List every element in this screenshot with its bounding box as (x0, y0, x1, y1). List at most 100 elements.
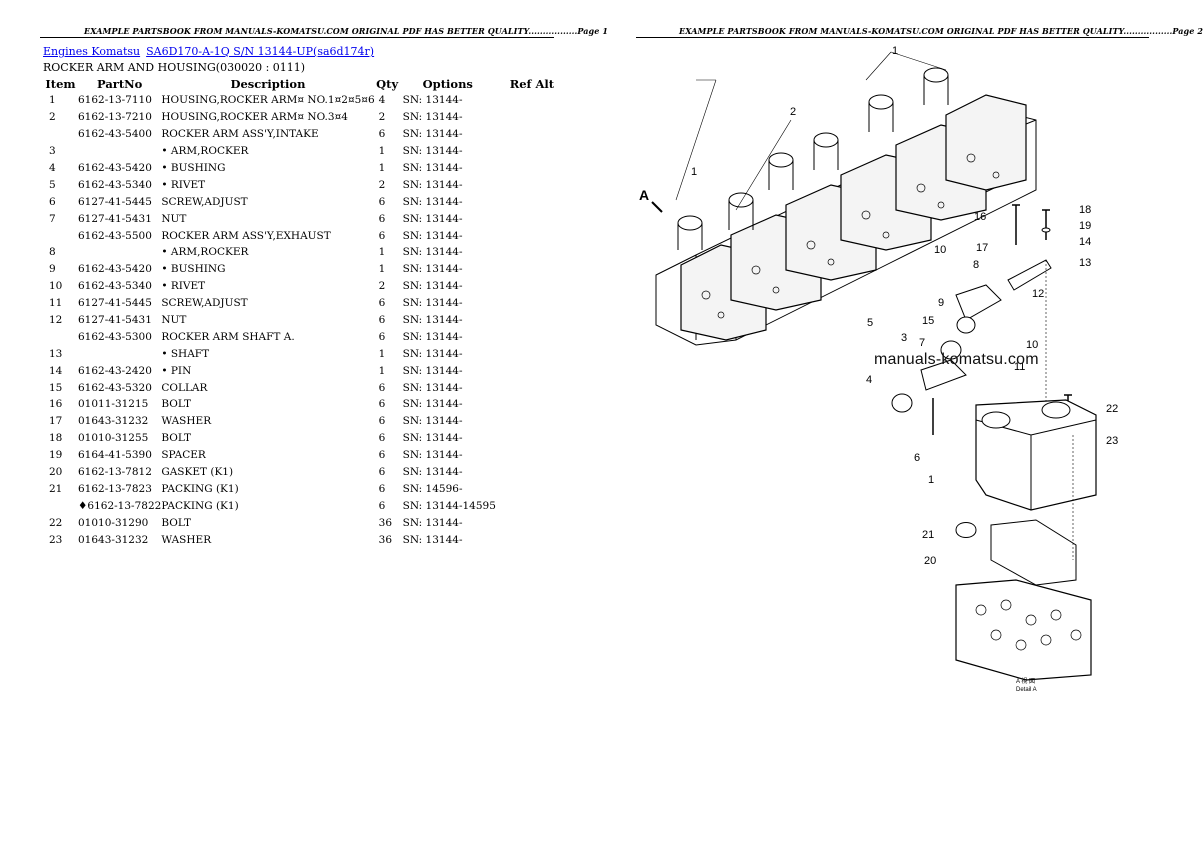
cell-ref (496, 295, 568, 312)
svg-text:Detail A: Detail A (1016, 687, 1037, 693)
svg-text:19: 19 (1079, 220, 1091, 232)
col-header-partno: PartNo (96, 77, 143, 91)
cell-partno (78, 345, 161, 362)
cell-partno: 6162-13-7812 (78, 466, 152, 479)
cell-item: 8 (49, 246, 56, 259)
breadcrumb-link-engines[interactable]: Engines Komatsu (43, 45, 141, 58)
cell-item (43, 227, 78, 244)
cell-partno: 6162-43-5400 (78, 128, 152, 141)
cell-partno: ♦6162-13-7822 (78, 499, 162, 512)
cell-partno: 6162-43-5420 (78, 263, 152, 276)
svg-text:20: 20 (924, 555, 936, 567)
cell-item: 13 (49, 347, 63, 360)
cell-desc: COLLAR (161, 381, 208, 394)
cell-options: SN: 13144- (402, 330, 463, 343)
col-header-description: Description (230, 77, 306, 91)
svg-text:6: 6 (914, 452, 920, 464)
cell-ref (496, 227, 568, 244)
cell-desc: • SHAFT (161, 347, 210, 360)
breadcrumb-link-model[interactable]: SA6D170-A-1Q S/N 13144-UP(sa6d174r) (146, 45, 375, 58)
cell-options: SN: 13144- (402, 162, 463, 174)
cell-partno (78, 143, 161, 160)
svg-text:14: 14 (1079, 236, 1091, 248)
cell-options: SN: 13144- (402, 314, 463, 327)
cell-partno: 6162-43-5420 (78, 162, 152, 174)
cell-desc: WASHER (161, 415, 212, 428)
page-header-left: EXAMPLE PARTSBOOK FROM MANUALS-KOMATSU.C… (84, 26, 608, 36)
breadcrumb: Engines Komatsu SA6D170-A-1Q S/N 13144-UP… (43, 45, 374, 58)
cell-ref (496, 497, 568, 514)
cell-desc: ROCKER ARM ASS'Y,INTAKE (161, 128, 319, 141)
cell-qty: 6 (378, 381, 386, 394)
svg-text:1: 1 (928, 474, 934, 486)
cell-desc: GASKET (K1) (161, 466, 234, 479)
cell-options: SN: 13144- (402, 94, 463, 107)
parts-table: Item PartNo Description Qty Options Ref … (43, 76, 568, 548)
svg-text:5: 5 (867, 317, 873, 329)
cell-qty: 1 (378, 145, 386, 158)
engine-head-assembly-illustration (655, 51, 1037, 346)
cell-item (43, 497, 78, 514)
svg-text:12: 12 (1032, 288, 1044, 300)
cell-item: 23 (49, 533, 63, 546)
cell-ref (496, 92, 568, 109)
cell-desc: • PIN (161, 364, 192, 377)
svg-text:A 視 図: A 視 図 (1016, 677, 1035, 685)
view-label-a: A (639, 187, 649, 203)
cell-partno: 6162-43-5340 (78, 178, 152, 191)
cell-options: SN: 13144- (402, 449, 463, 462)
cell-options: SN: 13144-14595 (402, 499, 496, 512)
cell-desc: BOLT (161, 398, 191, 411)
cell-qty: 6 (378, 398, 386, 411)
cell-qty: 2 (378, 178, 386, 191)
cell-desc: PACKING (K1) (161, 499, 239, 512)
svg-text:3: 3 (901, 332, 907, 344)
cell-item: 22 (49, 516, 63, 529)
cell-item: 20 (49, 466, 63, 479)
svg-text:16: 16 (974, 211, 986, 223)
cell-desc: PACKING (K1) (161, 482, 239, 495)
cell-ref (496, 514, 568, 531)
svg-text:2: 2 (790, 106, 796, 118)
cell-options: SN: 13144- (402, 195, 463, 208)
cell-item: 21 (49, 482, 63, 495)
cell-item: 10 (49, 280, 63, 293)
page-header-right: EXAMPLE PARTSBOOK FROM MANUALS-KOMATSU.C… (679, 26, 1203, 36)
svg-text:10: 10 (934, 244, 946, 256)
cell-qty: 1 (378, 364, 386, 377)
svg-text:1: 1 (691, 166, 697, 178)
cell-options: SN: 13144- (402, 178, 463, 191)
cell-qty: 6 (378, 212, 386, 225)
cell-desc: WASHER (161, 533, 212, 546)
section-title: ROCKER ARM AND HOUSING(030020 : 0111) (43, 61, 306, 74)
cell-qty: 6 (378, 314, 386, 327)
header-rule-left (40, 37, 554, 38)
cell-desc: HOUSING,ROCKER ARM¤ NO.3¤4 (161, 111, 348, 124)
cell-item (43, 328, 78, 345)
cell-ref (496, 109, 568, 126)
cell-options: SN: 13144- (402, 297, 463, 310)
cell-partno: 6162-43-2420 (78, 364, 152, 377)
cell-ref (496, 464, 568, 481)
cell-desc: • ARM,ROCKER (161, 246, 249, 259)
col-header-item: Item (45, 77, 76, 91)
cell-desc: ROCKER ARM SHAFT A. (161, 330, 295, 343)
cell-qty: 6 (378, 449, 386, 462)
cell-options: SN: 13144- (402, 432, 463, 445)
cell-ref (496, 430, 568, 447)
cell-qty: 6 (378, 466, 386, 479)
cell-qty: 6 (378, 229, 386, 242)
cell-partno (78, 244, 161, 261)
cell-options: SN: 13144- (402, 212, 463, 225)
cell-qty: 36 (378, 516, 393, 529)
cell-options: SN: 13144- (402, 466, 463, 479)
cell-partno: 6162-43-5300 (78, 330, 152, 343)
